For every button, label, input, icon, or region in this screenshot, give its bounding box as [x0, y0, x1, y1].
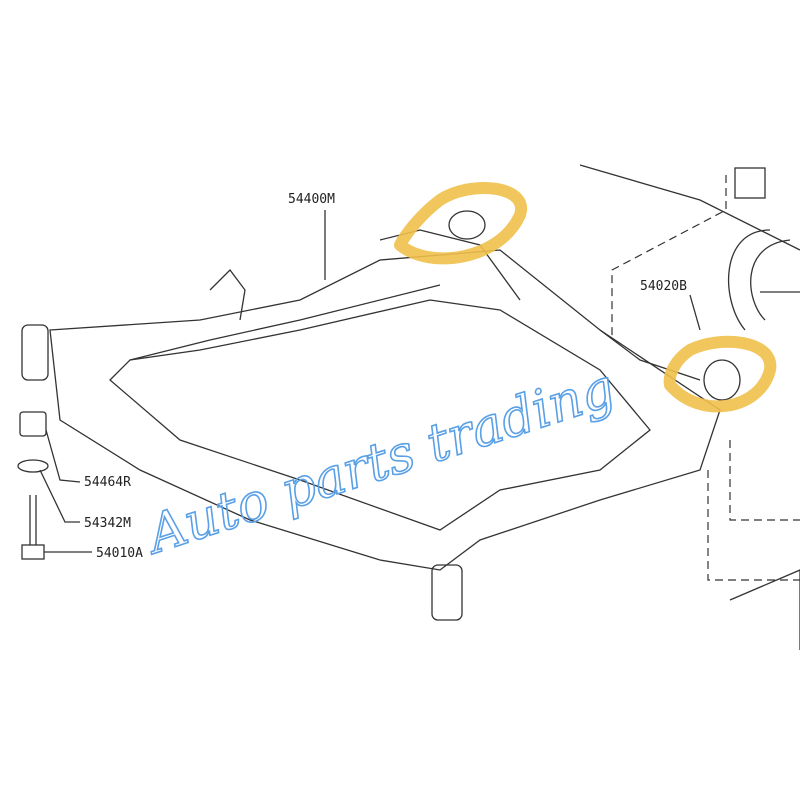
front-subframe	[21, 210, 741, 621]
label-54020B: 54020B	[640, 279, 687, 294]
stabilizer-bar	[579, 164, 800, 650]
label-54400M: 54400M	[288, 192, 335, 207]
hardware-stack	[17, 210, 800, 560]
label-54342M: 54342M	[84, 516, 131, 531]
highlight-circle-left	[394, 182, 528, 265]
label-54464R: 54464R	[84, 475, 131, 490]
label-54010A: 54010A	[96, 546, 143, 561]
highlight-circle-right	[663, 335, 777, 413]
